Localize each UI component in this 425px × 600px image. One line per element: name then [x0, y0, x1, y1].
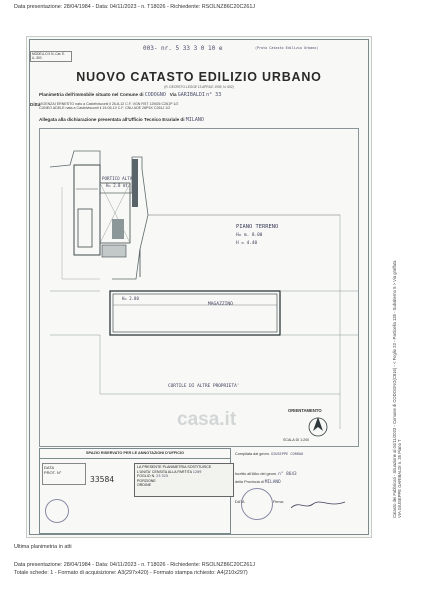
ditta-rows: VIGENZAI ERNESTO nato a Castelvisconti i… — [39, 102, 178, 110]
side-line-2: VIA GIUSEPPE GARIBALDI n. 35 Piano T — [397, 439, 403, 518]
via-label: Via — [169, 92, 177, 97]
comune-value: CODOGNO — [144, 92, 166, 98]
portico-label: PORTICO ALTA — [102, 176, 133, 181]
piano-terreno-label: PIANO TERRENO — [236, 224, 279, 230]
data-label: DATA — [44, 465, 55, 470]
portico-height: H= 2.8 mt. — [106, 183, 131, 188]
scala-label: SCALA DI 1:200 — [283, 438, 310, 442]
ditta-row: CUNEO ADELE nata a Castelvisconti il 19-… — [39, 106, 171, 111]
modello-box: MODELLO II N.-Cat. E. U.-300 — [30, 51, 72, 62]
allegata-line: Allegata alla dichiarazione presentata a… — [39, 117, 204, 123]
firma-label: Firma: — [273, 500, 284, 504]
height-label-3: H= 2.80 — [122, 296, 139, 301]
stamp-line: L'UNITA' CENSITA ALLA PARTITA 1209 — [137, 470, 231, 475]
stamp-text: L'UNITA' CENSITA ALLA PARTITA — [137, 469, 192, 474]
footer-line-1: Data presentazione: 28/04/1984 - Data: 0… — [14, 562, 256, 568]
provincia-value: MILANO — [264, 480, 281, 485]
cadastral-sheet: MODELLO II N.-Cat. E. U.-300 003- nr. 5 … — [26, 36, 372, 538]
allegata-value: MILANO — [185, 117, 204, 123]
top-stamp: (Proto Catasto Edilizio Urbano) — [255, 46, 319, 50]
watermark: casa.it — [177, 409, 237, 430]
sheet-border — [29, 39, 369, 535]
compilata-label: Compilata dal geom. — [235, 452, 270, 456]
orientamento-label: ORIENTAMENTO — [288, 408, 322, 413]
handwritten-code: 003- nr. 5 33 3 0 10 e — [143, 45, 223, 52]
stamp-value: 23 — [156, 474, 161, 479]
office-annotations-title: SPAZIO RISERVATO PER LE ANNOTAZIONI D'UF… — [40, 449, 230, 459]
magazzino-label: MAGAZZINO — [208, 302, 233, 307]
iscritto-number: n° 8643 — [278, 472, 297, 477]
footer-line-2: Totale schede: 1 - Formato di acquisizio… — [14, 570, 248, 576]
prot-number: 33584 — [90, 475, 115, 484]
compilata-line: Compilata dal geom. GIUSEPPE CORRAO — [235, 452, 303, 456]
provincia-label: della Provincia di — [235, 480, 264, 484]
office-seal-icon — [45, 499, 69, 523]
provincia-line: della Provincia di MILANO — [235, 480, 281, 485]
data-sign-label: DATA — [235, 500, 245, 504]
stamp-text: FOGLIO N. — [137, 474, 156, 479]
civico-value: n° 33 — [206, 92, 222, 98]
stamp-line: LA PRESENTE PLANIMETRIA SOSTITUISCE — [137, 465, 212, 469]
compilata-value: GIUSEPPE CORRAO — [270, 452, 304, 456]
prot-label: PROT. N° — [44, 470, 62, 475]
office-annotations-box: SPAZIO RISERVATO PER LE ANNOTAZIONI D'UF… — [39, 448, 234, 534]
page-title: NUOVO CATASTO EDILIZIO URBANO — [76, 70, 322, 84]
ditta-row: VIGENZAI ERNESTO nato a Castelvisconti i… — [39, 102, 179, 106]
iscritto-label: Iscritto all'Albo dei geom. — [235, 472, 278, 476]
document-header: Data presentazione: 28/04/1984 - Data: 0… — [14, 4, 256, 10]
compilata-area: Compilata dal geom. GIUSEPPE CORRAO Iscr… — [231, 448, 357, 532]
ditta-label: Ditta — [30, 102, 41, 107]
prot-box: DATA PROT. N° — [42, 463, 86, 485]
signature-icon — [290, 501, 346, 509]
allegata-label: Allegata alla dichiarazione presentata a… — [39, 117, 185, 122]
floor-plan: PORTICO ALTA H= 2.8 mt. PIANO TERRENO H=… — [39, 128, 359, 447]
page-subtitle: (R. DECRETO-LEGGE 13 APRILE 1939, N. 652… — [164, 85, 234, 89]
substitution-stamp: LA PRESENTE PLANIMETRIA SOSTITUISCE L'UN… — [134, 463, 234, 497]
stamp-line: PORZIONE — [137, 478, 156, 483]
cortile-label: CORTILE DI ALTRE PROPRIETA' — [168, 384, 240, 389]
footer-ultima: Ultima planimetria in atti — [14, 544, 72, 550]
iscritto-line: Iscritto all'Albo dei geom. n° 8643 — [235, 472, 297, 477]
floor-plan-drawing — [49, 150, 358, 437]
stamp-line: FOGLIO N. 23 325 — [137, 474, 231, 479]
annotations-area: SPAZIO RISERVATO PER LE ANNOTAZIONI D'UF… — [39, 448, 357, 534]
stamp-line: ORDINE — [137, 483, 151, 488]
side-vertical-text: Catasto dei Fabbricati - Situazione al 0… — [392, 158, 403, 518]
stamp-value: 1209 — [192, 469, 202, 474]
professional-seal-icon — [241, 488, 273, 520]
height-label-1: H= m. 8.00 — [236, 233, 263, 238]
height-label-2: H = 4.40 — [236, 241, 258, 246]
planimetria-label: Planimetria dell'immobile situato nel Co… — [39, 92, 144, 97]
planimetria-line: Planimetria dell'immobile situato nel Co… — [39, 92, 221, 98]
via-value: GARIBALDI — [177, 92, 205, 98]
stamp-value: 325 — [161, 474, 169, 479]
